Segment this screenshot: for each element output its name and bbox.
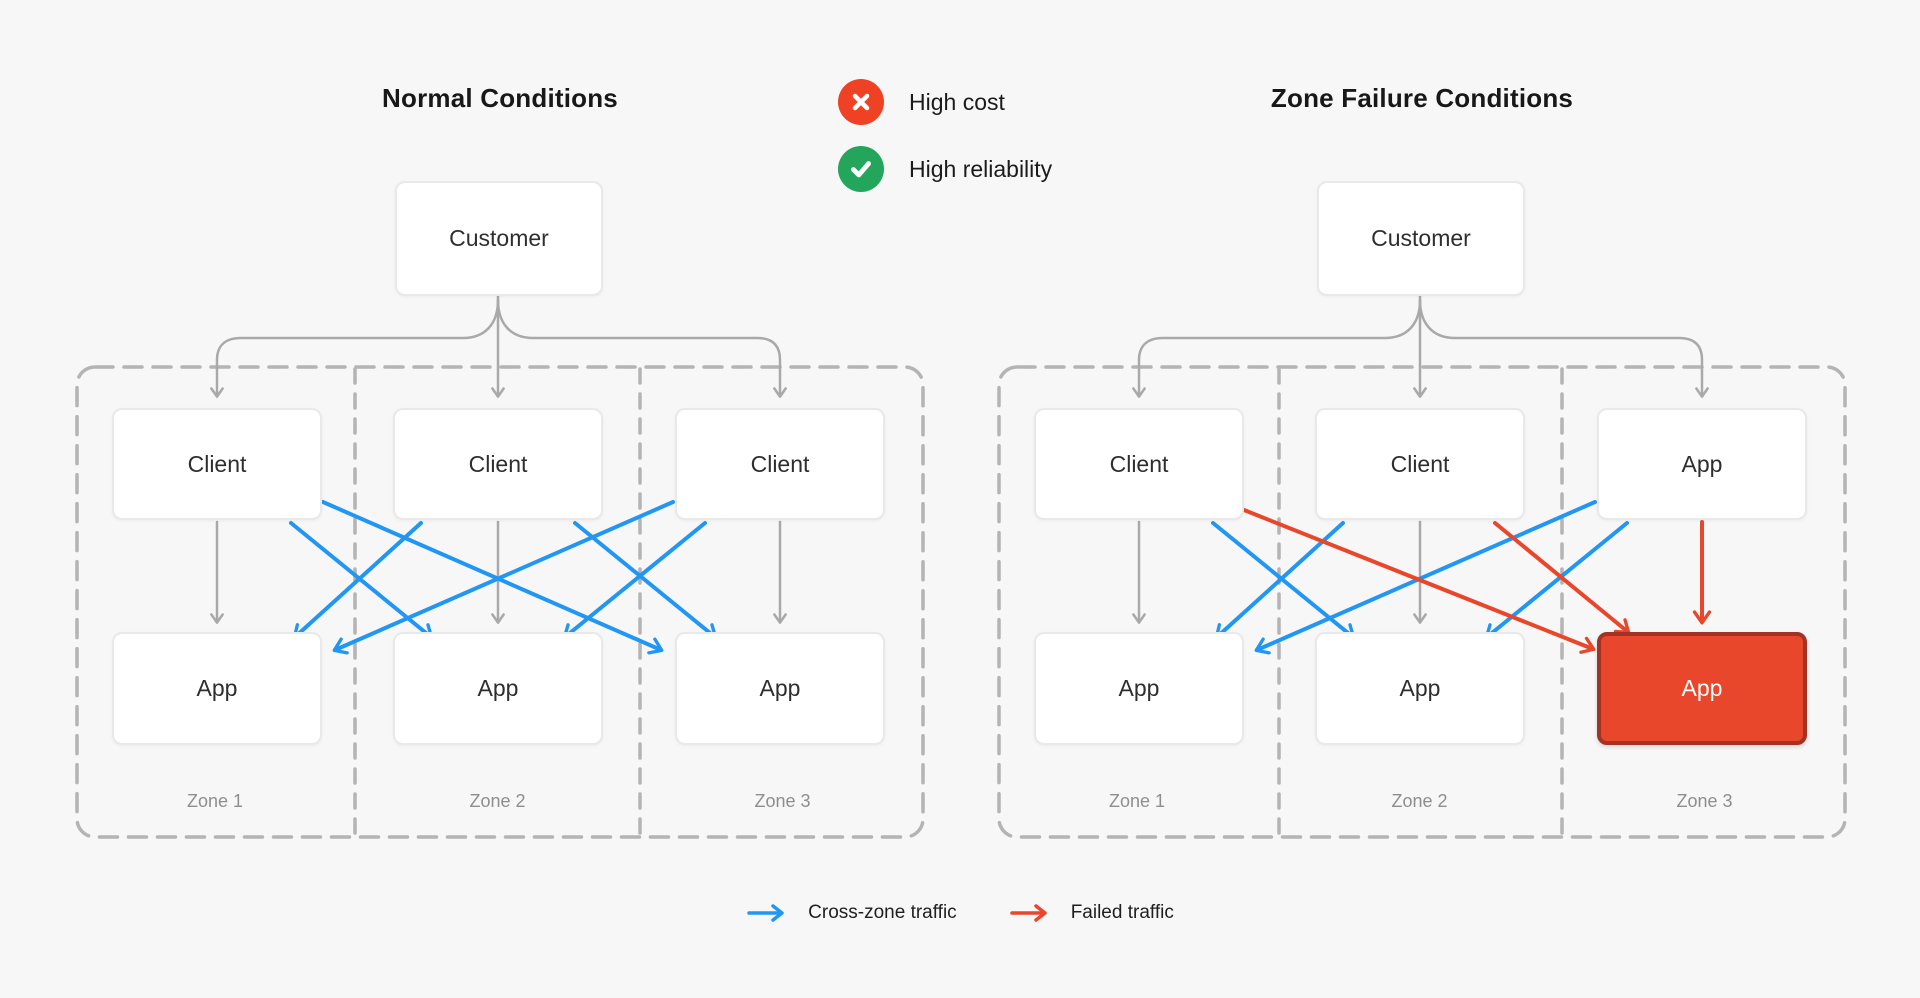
node-label: Client: [187, 450, 247, 477]
traffic-item-cross-zone: Cross-zone traffic: [746, 902, 957, 924]
node-label: Client: [750, 450, 810, 477]
node-label: App: [196, 675, 238, 701]
diagram-zone-failure-conditions: Zone Failure Conditions Customer Client: [997, 0, 1847, 998]
traffic-item-failed: Failed traffic: [1009, 902, 1174, 924]
client-node-zone3: App: [1597, 408, 1807, 520]
customer-node: Customer: [1317, 181, 1525, 296]
cross-circle-icon: [838, 79, 884, 125]
traffic-label: Failed traffic: [1070, 902, 1174, 923]
app-node-zone2: App: [393, 632, 603, 745]
traffic-legend: Cross-zone traffic Failed traffic: [0, 902, 1920, 924]
node-label: App: [1681, 450, 1723, 477]
diagram-title: Normal Conditions: [382, 83, 618, 113]
diagram-title: Zone Failure Conditions: [1270, 83, 1574, 113]
node-label: Client: [1390, 450, 1450, 477]
status-label: High cost: [909, 88, 1005, 115]
node-label: App: [477, 675, 519, 701]
node-label: Customer: [1371, 225, 1471, 251]
check-circle-icon: [838, 146, 884, 192]
node-label: App: [759, 675, 801, 701]
node-label: Client: [468, 450, 528, 477]
node-label: App: [1681, 675, 1723, 701]
zone-label: Zone 3: [754, 791, 811, 811]
client-node-zone1: Client: [1034, 408, 1244, 520]
client-node-zone1: Client: [112, 408, 322, 520]
node-label: App: [1399, 675, 1441, 701]
node-label: Customer: [449, 225, 549, 251]
client-node-zone3: Client: [675, 408, 885, 520]
app-node-zone3: App: [675, 632, 885, 745]
customer-node: Customer: [395, 181, 603, 296]
status-legend: High cost High reliability: [838, 79, 1052, 192]
red-arrow-icon: [1009, 904, 1047, 922]
status-row-high-reliability: High reliability: [838, 146, 1052, 192]
zone-label: Zone 2: [1391, 791, 1448, 811]
client-node-zone2: Client: [1315, 408, 1525, 520]
blue-arrow-icon: [747, 904, 784, 922]
zone-label: Zone 3: [1676, 791, 1733, 811]
node-label: App: [1118, 675, 1160, 701]
zone-label: Zone 1: [1108, 791, 1166, 811]
zone-label: Zone 1: [186, 791, 244, 811]
client-node-zone2: Client: [393, 408, 603, 520]
status-label: High reliability: [909, 155, 1053, 182]
app-node-zone1: App: [112, 632, 322, 745]
app-node-zone2: App: [1315, 632, 1525, 745]
zone-label: Zone 2: [469, 791, 526, 811]
app-node-zone1: App: [1034, 632, 1244, 745]
traffic-label: Cross-zone traffic: [808, 902, 957, 923]
app-node-zone3-failed: App: [1597, 632, 1807, 745]
node-label: Client: [1109, 450, 1169, 477]
status-row-high-cost: High cost: [838, 79, 1052, 125]
diagram-normal-conditions: Normal Conditions Customer Client Client: [75, 0, 925, 998]
